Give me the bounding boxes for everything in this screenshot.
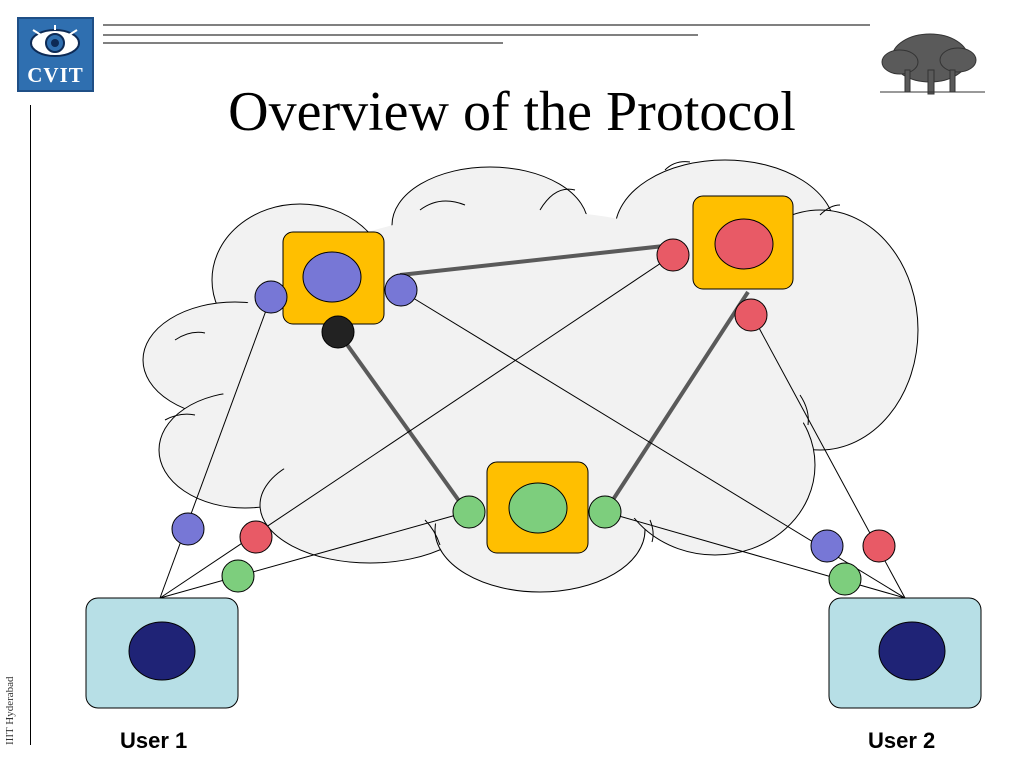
user2-label: User 2 [868, 728, 936, 753]
server-node-green [508, 482, 568, 534]
user1-key-red [239, 520, 273, 554]
user2-key-red [862, 529, 896, 563]
left-margin-line [30, 105, 31, 745]
port-blue-right [384, 273, 418, 307]
user1-label: User 1 [120, 728, 188, 753]
server-node-red [714, 218, 774, 270]
eye-icon [30, 25, 80, 57]
user2-keys [810, 529, 896, 596]
port-green-left [452, 495, 486, 529]
server-ports [254, 238, 768, 529]
port-black [321, 315, 355, 349]
server-node-blue [302, 251, 362, 303]
port-red-left [656, 238, 690, 272]
user2-key-green [828, 562, 862, 596]
user1-key-green [221, 559, 255, 593]
port-red-bottom [734, 298, 768, 332]
tree-icon [880, 33, 985, 95]
user1-node [128, 621, 196, 681]
port-blue-left [254, 280, 288, 314]
user2-key-blue [810, 529, 844, 563]
port-green-right [588, 495, 622, 529]
slide-title: Overview of the Protocol [228, 81, 796, 143]
logo-text: CVIT [27, 63, 84, 87]
user1-keys [171, 512, 273, 593]
user2-node [878, 621, 946, 681]
cvit-logo: CVIT [17, 17, 94, 92]
header-rules [103, 24, 870, 44]
cloud-inner-arcs [164, 161, 841, 546]
server-links [336, 243, 750, 514]
user1-key-blue [171, 512, 205, 546]
side-caption: IIIT Hyderabad [4, 676, 16, 745]
